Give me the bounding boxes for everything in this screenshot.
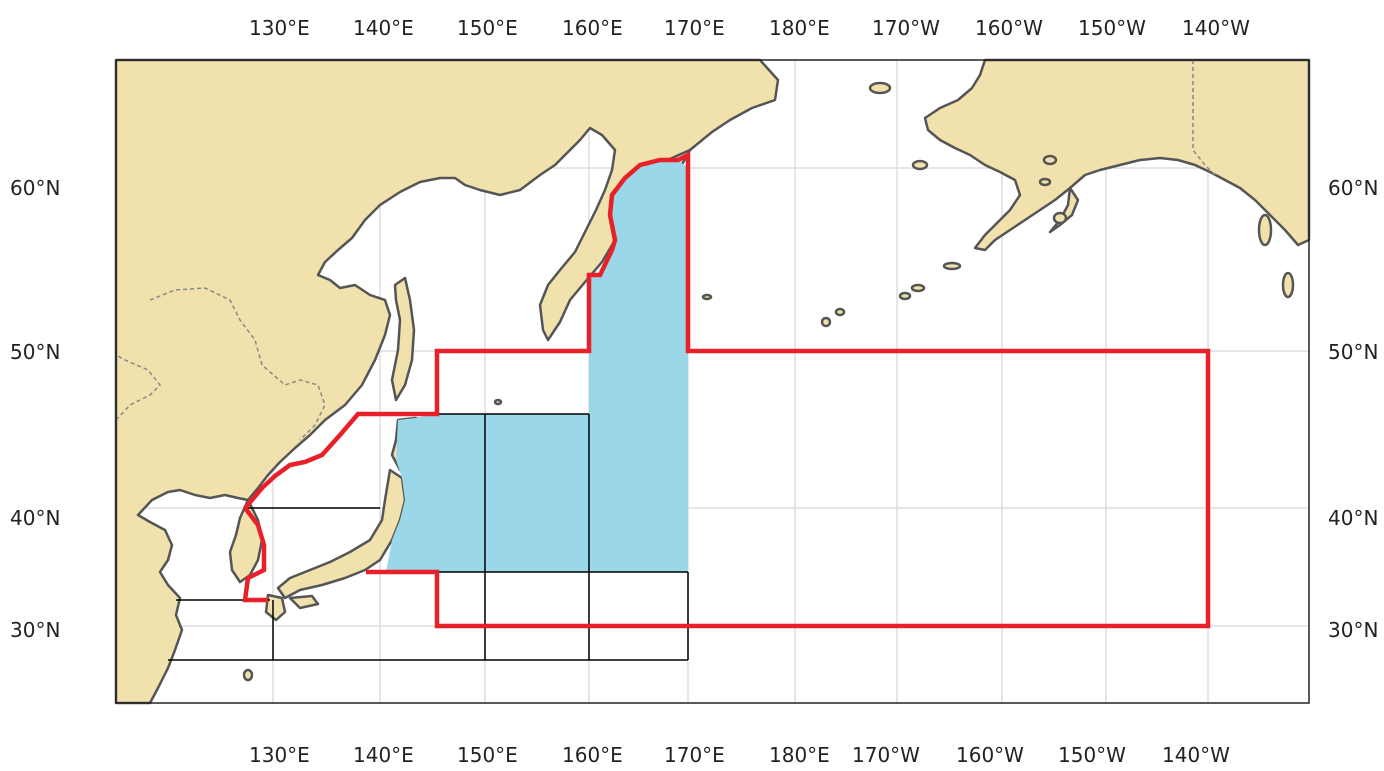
bottom-lon-label: 170°E <box>664 743 725 767</box>
shikoku <box>288 594 320 610</box>
alaska-island <box>1052 211 1068 225</box>
right-lat-label: 40°N <box>1328 506 1379 530</box>
map-frame <box>115 59 1310 704</box>
right-lat-label: 50°N <box>1328 340 1379 364</box>
aleutian-island <box>701 293 713 301</box>
top-lon-label: 150°W <box>1078 16 1146 40</box>
top-lon-label: 160°E <box>562 16 623 40</box>
top-lon-label: 140°E <box>353 16 414 40</box>
bottom-lon-label: 150°W <box>1058 743 1126 767</box>
right-lat-label: 60°N <box>1328 176 1379 200</box>
left-lat-label: 40°N <box>10 506 61 530</box>
kyushu <box>264 593 287 622</box>
red-boundary <box>242 151 1211 629</box>
highlighted-area <box>386 160 688 572</box>
country-borders <box>115 60 1216 441</box>
top-lon-label: 170°W <box>872 16 940 40</box>
top-lon-label: 170°E <box>664 16 725 40</box>
kuril-island <box>493 398 503 406</box>
bottom-lon-label: 140°E <box>353 743 414 767</box>
ryukyu-island <box>242 668 254 682</box>
honshu <box>276 468 407 600</box>
left-lat-label: 50°N <box>10 340 61 364</box>
aleutian-island <box>820 316 832 328</box>
top-lon-label: 150°E <box>457 16 518 40</box>
alaska-island <box>1038 177 1052 187</box>
bottom-lon-label: 180°E <box>769 743 830 767</box>
aleutian-island <box>834 307 846 317</box>
alaska-island <box>1281 271 1295 299</box>
top-lon-label: 130°E <box>249 16 310 40</box>
bottom-lon-label: 170°W <box>852 743 920 767</box>
sakhalin <box>390 276 416 402</box>
top-lon-label: 180°E <box>769 16 830 40</box>
aleutian-island <box>942 261 962 271</box>
alaska-island <box>1042 154 1058 166</box>
aleutian-island <box>910 283 926 293</box>
bottom-lon-label: 140°W <box>1162 743 1230 767</box>
bottom-lon-label: 160°E <box>562 743 623 767</box>
aleutian-island <box>898 291 912 301</box>
right-lat-label: 30°N <box>1328 618 1379 642</box>
north-america <box>923 58 1311 252</box>
top-lon-label: 140°W <box>1182 16 1250 40</box>
bottom-lon-label: 130°E <box>249 743 310 767</box>
alaska-island <box>1257 213 1273 247</box>
bottom-lon-label: 160°W <box>956 743 1024 767</box>
left-lat-label: 60°N <box>10 176 61 200</box>
bottom-lon-label: 150°E <box>457 743 518 767</box>
aleutian-island <box>911 159 929 171</box>
alaska-peninsula <box>1048 186 1080 234</box>
aleutian-island <box>868 81 892 95</box>
left-lat-label: 30°N <box>10 618 61 642</box>
top-lon-label: 160°W <box>975 16 1043 40</box>
asia-mainland <box>114 58 780 705</box>
